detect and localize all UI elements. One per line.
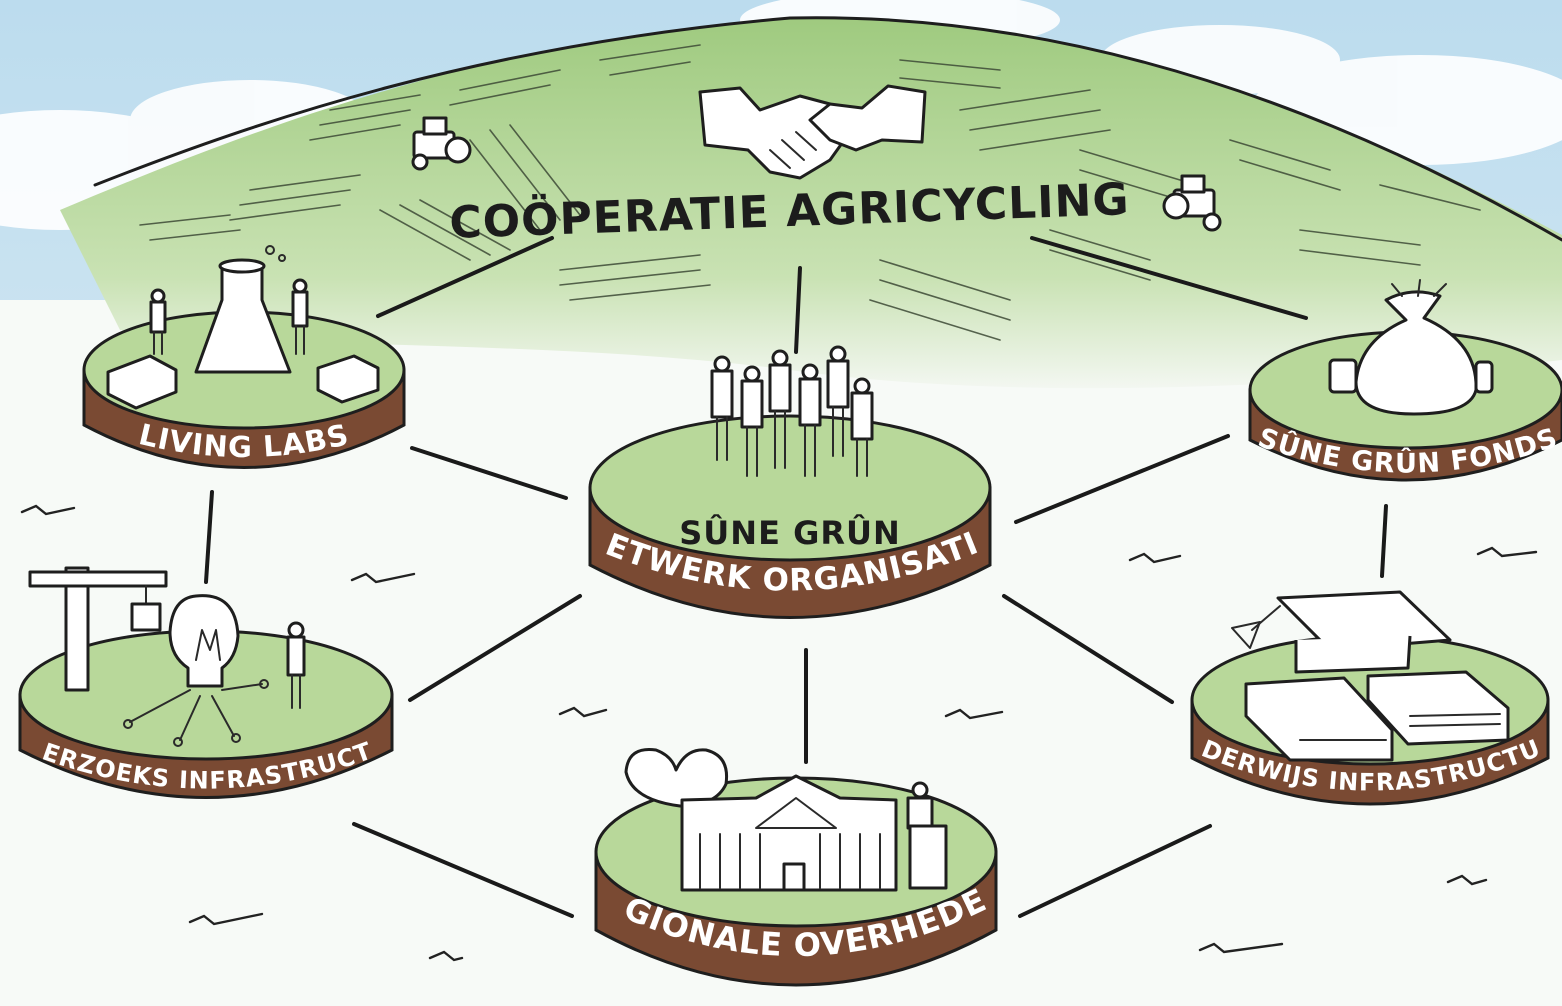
person-scientist-icon <box>149 288 167 355</box>
network-connections <box>204 236 1388 918</box>
box-right-icon <box>316 354 380 404</box>
lightbulb-icon <box>168 594 240 688</box>
green-hill <box>60 17 1562 389</box>
speaker-at-podium-icon <box>906 781 948 890</box>
handshake-icon <box>698 84 927 180</box>
heart-icon <box>624 747 729 808</box>
label-sune-grun: SÛNE GRÛN <box>679 513 900 552</box>
person-researcher-icon <box>291 278 309 355</box>
money-bag-icon <box>1328 279 1494 416</box>
person-engineer-icon <box>286 621 306 709</box>
people-group-icon <box>710 345 874 477</box>
government-building-icon <box>680 774 898 892</box>
graduation-cap-icon <box>1231 590 1452 674</box>
field-hatching <box>139 44 1481 341</box>
platform-living-labs: LIVING LABS <box>82 245 406 469</box>
flask-icon <box>194 245 292 374</box>
tractor-right-icon <box>1162 174 1222 232</box>
hill-ridge-line <box>93 16 1562 242</box>
circuit-lines <box>123 679 269 747</box>
grass-tufts <box>20 504 1538 962</box>
tractor-left-icon <box>411 116 472 171</box>
school-buildings-icon <box>1244 670 1510 762</box>
crane-icon <box>28 566 168 692</box>
box-left-icon <box>106 354 178 410</box>
platform-sune-grun-fonds: SÛNE GRÛN FONDS <box>1248 279 1562 482</box>
